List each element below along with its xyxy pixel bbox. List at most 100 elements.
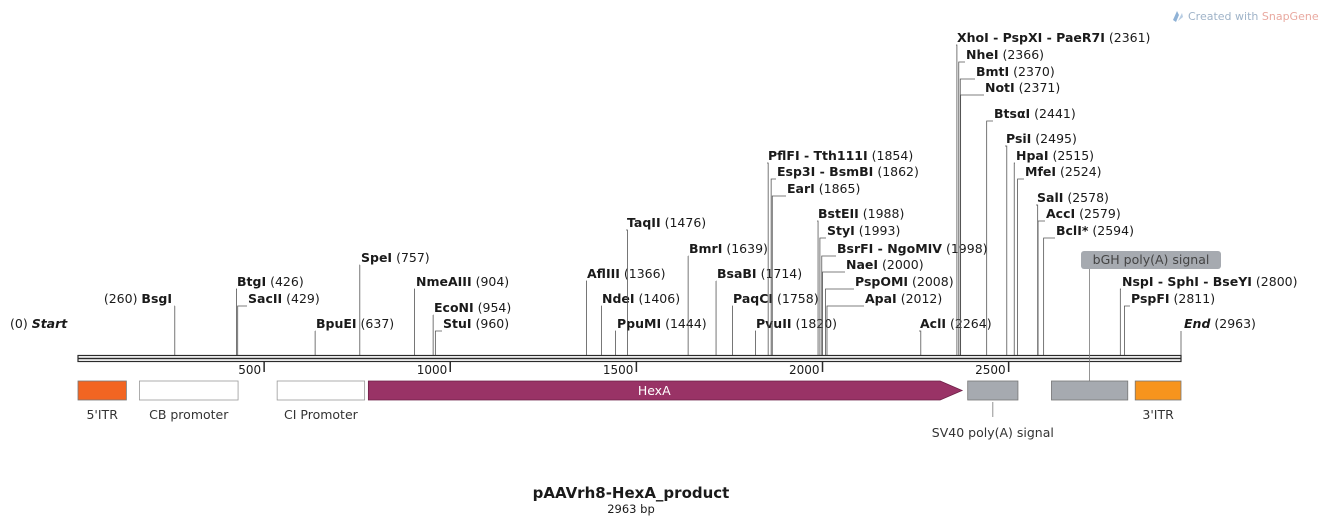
site-afliii[interactable]: AflIII (1366) xyxy=(586,266,665,355)
site-leader-line xyxy=(960,94,984,355)
site-bsteii[interactable]: BstEII (1988) xyxy=(817,206,904,355)
site-leader-line xyxy=(1017,178,1024,355)
site-position: (1639) xyxy=(722,241,768,256)
site-nmeaiii[interactable]: NmeAIII (904) xyxy=(414,274,510,355)
site-ppumi[interactable]: PpuMI (1444) xyxy=(615,316,707,355)
site-leader-line xyxy=(959,78,975,355)
site-nspi-sphi-bseyi[interactable]: NspI - SphI - BseYI (2800) xyxy=(1119,274,1297,355)
site-label: BtsαI (2441) xyxy=(994,106,1076,121)
feature-box xyxy=(1051,380,1129,401)
site-position: (637) xyxy=(357,316,395,331)
feature-box xyxy=(1134,380,1182,401)
site-label: BstEII (1988) xyxy=(818,206,904,221)
site-esp3i-bsmbi[interactable]: Esp3I - BsmBI (1862) xyxy=(770,164,919,355)
feature-5-itr[interactable]: 5'ITR xyxy=(77,380,127,422)
feature-sv40-poly-a-signal[interactable]: SV40 poly(A) signal xyxy=(932,380,1054,440)
site-bsabi[interactable]: BsaBI (1714) xyxy=(715,266,802,355)
site-start[interactable]: (0) Start xyxy=(10,316,68,331)
site-hpai[interactable]: HpaI (2515) xyxy=(1013,148,1094,355)
site-stui[interactable]: StuI (960) xyxy=(434,316,509,355)
site-label: HpaI (2515) xyxy=(1016,148,1094,163)
site-label: NmeAIII (904) xyxy=(416,274,509,289)
site-econi[interactable]: EcoNI (954) xyxy=(432,300,511,355)
feature-ci-promoter[interactable]: CI Promoter xyxy=(276,380,366,422)
site-name: NmeAIII xyxy=(416,274,472,289)
site-name: PflFI - Tth111I xyxy=(768,148,868,163)
feature-hexa[interactable]: HexA xyxy=(367,380,964,401)
site-position: (260) xyxy=(104,291,142,306)
site-position: (1476) xyxy=(661,215,707,230)
site-leader-line xyxy=(817,220,819,355)
site-leader-line xyxy=(825,288,854,355)
site-bts-i[interactable]: BtsαI (2441) xyxy=(986,106,1076,355)
site-pflfi-tth111i[interactable]: PflFI - Tth111I (1854) xyxy=(767,148,913,355)
site-sacii[interactable]: SacII (429) xyxy=(237,291,320,355)
site-leader-line xyxy=(755,330,756,355)
site-bsgi[interactable]: (260) BsgI xyxy=(104,291,176,355)
site-end[interactable]: End (2963) xyxy=(1180,316,1256,355)
site-name: PpuMI xyxy=(617,316,661,331)
site-naei[interactable]: NaeI (2000) xyxy=(822,257,924,355)
site-nhei[interactable]: NheI (2366) xyxy=(958,47,1044,355)
site-label: BtgI (426) xyxy=(237,274,304,289)
restriction-sites: (0) Start (260) BsgI BtgI (426) SacII (429)… xyxy=(10,30,1297,355)
feature-cb-promoter[interactable]: CB promoter xyxy=(139,380,239,422)
site-bsrfi-ngomiv[interactable]: BsrFI - NgoMIV (1998) xyxy=(821,241,988,355)
site-noti[interactable]: NotI (2371) xyxy=(960,80,1061,355)
feature-box xyxy=(77,380,127,401)
site-position: (2811) xyxy=(1170,291,1216,306)
site-pspomi[interactable]: PspOMI (2008) xyxy=(825,274,954,355)
site-name: BpuEI xyxy=(316,316,357,331)
site-label: (260) BsgI xyxy=(104,291,172,306)
site-name: PspOMI xyxy=(855,274,908,289)
site-btgi[interactable]: BtgI (426) xyxy=(236,274,304,355)
scale-tick-2000: 2000 xyxy=(789,362,824,377)
feature-3-itr[interactable]: 3'ITR xyxy=(1134,380,1182,422)
site-name: StuI xyxy=(443,316,472,331)
feature-box xyxy=(967,380,1019,401)
site-name: EarI xyxy=(787,181,815,196)
site-name: BmrI xyxy=(689,241,722,256)
site-name: TaqII xyxy=(627,215,661,230)
site-leader-line xyxy=(1036,204,1039,355)
site-bpuei[interactable]: BpuEI (637) xyxy=(314,316,395,355)
site-paqci[interactable]: PaqCI (1758) xyxy=(732,291,819,355)
feature-label: SV40 poly(A) signal xyxy=(932,425,1054,440)
site-apai[interactable]: ApaI (2012) xyxy=(826,291,942,355)
site-ndei[interactable]: NdeI (1406) xyxy=(600,291,680,355)
site-leader-line xyxy=(1013,162,1015,355)
scale-tick-1500: 1500 xyxy=(603,362,638,377)
site-name: SacII xyxy=(248,291,282,306)
site-position: (429) xyxy=(282,291,320,306)
site-position: (954) xyxy=(474,300,512,315)
site-mfei[interactable]: MfeI (2524) xyxy=(1017,164,1102,355)
site-position: (1993) xyxy=(855,223,901,238)
site-xhoi-pspxi-paer7i[interactable]: XhoI - PspXI - PaeR7I (2361) xyxy=(956,30,1150,355)
site-position: (1865) xyxy=(815,181,861,196)
site-position: (1444) xyxy=(661,316,707,331)
snapgene-credit: Created with SnapGene xyxy=(1173,10,1319,23)
site-pspfi[interactable]: PspFI (2811) xyxy=(1124,291,1215,355)
feature-label: 3'ITR xyxy=(1142,407,1174,422)
site-position: (2524) xyxy=(1056,164,1102,179)
site-leader-line xyxy=(919,330,922,355)
site-taqii[interactable]: TaqII (1476) xyxy=(626,215,706,355)
site-position: (1988) xyxy=(859,206,905,221)
site-styi[interactable]: StyI (1993) xyxy=(819,223,901,355)
site-position: (2495) xyxy=(1031,131,1077,146)
site-acli[interactable]: AclI (2264) xyxy=(919,316,992,355)
site-spei[interactable]: SpeI (757) xyxy=(359,250,430,355)
site-label: EcoNI (954) xyxy=(434,300,511,315)
site-acci[interactable]: AccI (2579) xyxy=(1037,206,1121,355)
site-bmri[interactable]: BmrI (1639) xyxy=(687,241,768,355)
site-name: SpeI xyxy=(361,250,392,265)
site-bmti[interactable]: BmtI (2370) xyxy=(959,64,1055,355)
site-eari[interactable]: EarI (1865) xyxy=(771,181,861,355)
tick-label: 2500 xyxy=(975,363,1006,377)
site-psii[interactable]: PsiI (2495) xyxy=(1005,131,1077,355)
site-bcli[interactable]: BclI* (2594) xyxy=(1043,223,1134,355)
feature-bgh-poly-a-signal[interactable]: bGH poly(A) signal xyxy=(1051,251,1221,401)
site-pvuii[interactable]: PvuII (1820) xyxy=(755,316,837,355)
